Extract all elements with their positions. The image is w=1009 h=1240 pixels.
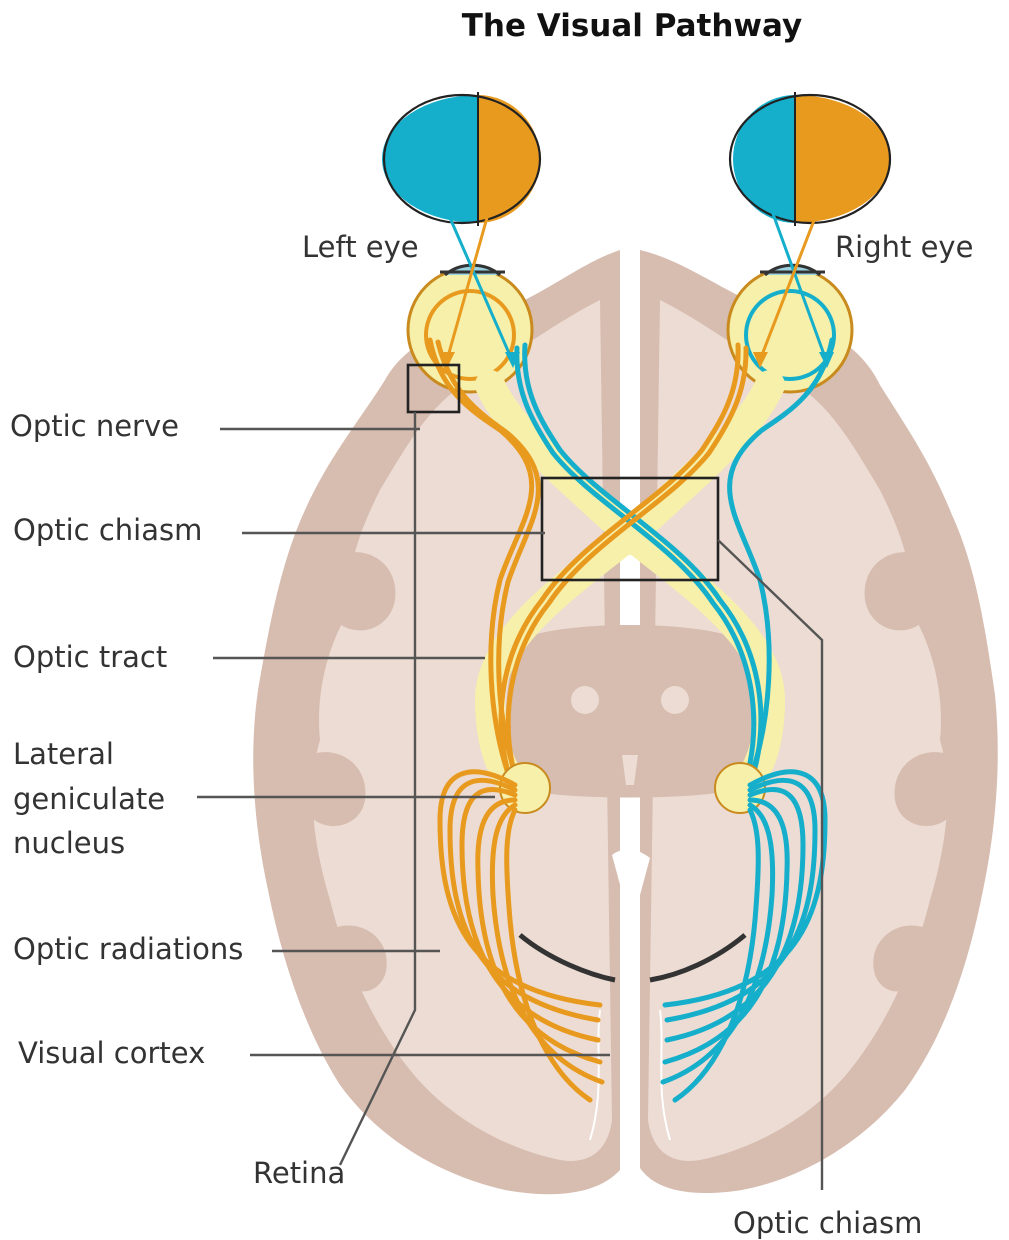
left-field-orange-half xyxy=(478,95,540,223)
optic-chiasm-bottom-label: Optic chiasm xyxy=(733,1206,922,1240)
left-eye-label: Left eye xyxy=(302,230,419,264)
right-visual-field xyxy=(730,92,891,226)
diagram-title: The Visual Pathway xyxy=(462,8,802,44)
optic-tract-label: Optic tract xyxy=(13,640,167,674)
lgn-label-line2: geniculate xyxy=(13,782,165,816)
ventricle-left xyxy=(571,686,599,714)
retina-label: Retina xyxy=(253,1156,345,1190)
left-field-blue-half xyxy=(382,95,478,223)
left-visual-field xyxy=(382,92,540,226)
optic-radiations-label: Optic radiations xyxy=(13,932,243,966)
right-eye-label: Right eye xyxy=(835,230,973,264)
brain xyxy=(253,250,998,1194)
optic-chiasm-label: Optic chiasm xyxy=(13,513,202,547)
right-field-blue-half xyxy=(733,95,795,223)
lgn-label-line3: nucleus xyxy=(13,826,125,860)
lgn-label-line1: Lateral xyxy=(13,737,114,771)
midline-notch-top xyxy=(620,455,640,480)
visual-cortex-label: Visual cortex xyxy=(18,1036,205,1070)
optic-nerve-label: Optic nerve xyxy=(10,409,179,443)
right-field-orange-half xyxy=(795,95,891,223)
ventricle-right xyxy=(661,686,689,714)
left-eyeball xyxy=(408,265,532,392)
